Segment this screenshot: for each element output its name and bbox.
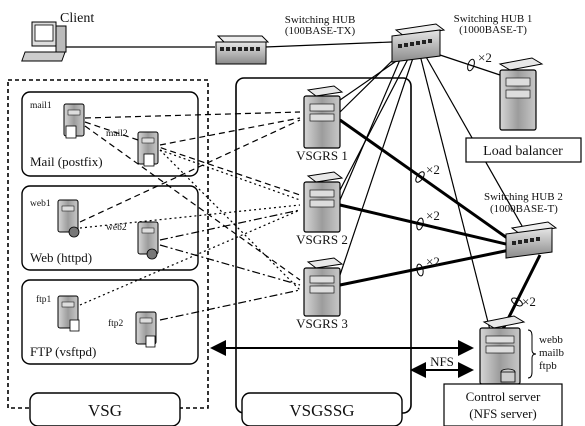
control-server-label-line1: Control server: [466, 389, 541, 404]
multiplier-control: ×2: [522, 294, 536, 309]
ftp1-label: ftp1: [36, 294, 52, 305]
control-server-label-box: [443, 383, 563, 426]
control-server-icon: [479, 315, 526, 385]
load-balancer-label: Load balancer: [483, 144, 563, 159]
vsg-label-box: [29, 392, 181, 426]
mail2-server-icon: [137, 131, 159, 167]
hub1-control-link: [419, 54, 491, 331]
hub-tx-label-line1: Switching HUB: [285, 14, 356, 26]
vsg-boundary: [7, 79, 209, 409]
hub1-lb-link: [439, 54, 501, 76]
multiplier-vsgrs1: ×2: [426, 162, 440, 177]
hub-tx-label-line2: (100BASE-TX): [285, 25, 356, 37]
mail2-label: mail2: [106, 129, 128, 139]
mail1-server-icon: [63, 103, 85, 139]
mail-group-box: [21, 91, 199, 177]
vsgrs2-hub2-link: [339, 203, 511, 247]
client-label: Client: [60, 11, 94, 26]
web1-server-icon: [57, 199, 80, 238]
ftp2-label: ftp2: [108, 318, 124, 329]
ftp-group-label: FTP (vsftpd): [30, 344, 96, 359]
multiplier-vsgrs2: ×2: [426, 208, 440, 223]
hub1-vsgrs2-link: [339, 54, 411, 191]
hub-tx-link: [264, 41, 393, 48]
vsgrs-2-server-icon: [303, 171, 344, 233]
mail-group-label: Mail (postfix): [30, 154, 103, 169]
vsgrs1-hub2-link: [339, 118, 511, 242]
control-file-ftpb: ftpb: [539, 360, 557, 372]
ftp-group-box: [21, 279, 199, 365]
mail1-label: mail1: [30, 101, 52, 111]
client-pc-icon: [21, 21, 67, 62]
ftp1-server-icon: [57, 295, 80, 332]
web-group-label: Web (httpd): [30, 250, 92, 265]
hub2-label-line2: (1000BASE-T): [490, 203, 558, 215]
nfs-label: NFS: [430, 354, 454, 369]
vsgrs-3-server-icon: [303, 257, 344, 317]
multiplier-vsgrs3: ×2: [426, 254, 440, 269]
vsgrs-3-label: VSGRS 3: [296, 316, 348, 331]
vsgssg-label: VSGSSG: [289, 401, 354, 420]
ftp2-server-icon: [135, 311, 157, 348]
vsgssg-label-box: [241, 392, 403, 426]
hub2-label-line1: Switching HUB 2: [484, 191, 563, 203]
control-files-brace: [527, 329, 537, 379]
load-balancer-server-icon: [498, 57, 544, 131]
web2-label: web2: [106, 223, 127, 233]
control-file-mailb: mailb: [539, 347, 565, 359]
switching-hub-1-icon: [391, 23, 446, 63]
switching-hub-tx-icon: [215, 35, 270, 65]
load-balancer-label-box: [465, 137, 582, 163]
control-server-label-line2: (NFS server): [469, 406, 537, 421]
control-file-webb: webb: [539, 334, 563, 346]
vsgrs-1-server-icon: [303, 85, 344, 149]
vsgrs-1-label: VSGRS 1: [296, 148, 348, 163]
vsgrs3-hub2-link: [339, 248, 511, 287]
vsg-label: VSG: [88, 401, 122, 420]
web-group-box: [21, 185, 199, 271]
hub1-label-line2: (1000BASE-T): [459, 24, 527, 36]
hub1-label-line1: Switching HUB 1: [454, 13, 533, 25]
switching-hub-2-icon: [505, 221, 558, 259]
hub1-vsgrs1-link: [339, 54, 406, 101]
vsgrs-2-label: VSGRS 2: [296, 232, 348, 247]
web1-label: web1: [30, 199, 51, 209]
vsg-vsgrs-links: [79, 111, 301, 321]
hub1-vsgrs3-link: [339, 54, 415, 276]
web2-server-icon: [137, 221, 159, 260]
multiplier-hub1-lb: ×2: [478, 50, 492, 65]
